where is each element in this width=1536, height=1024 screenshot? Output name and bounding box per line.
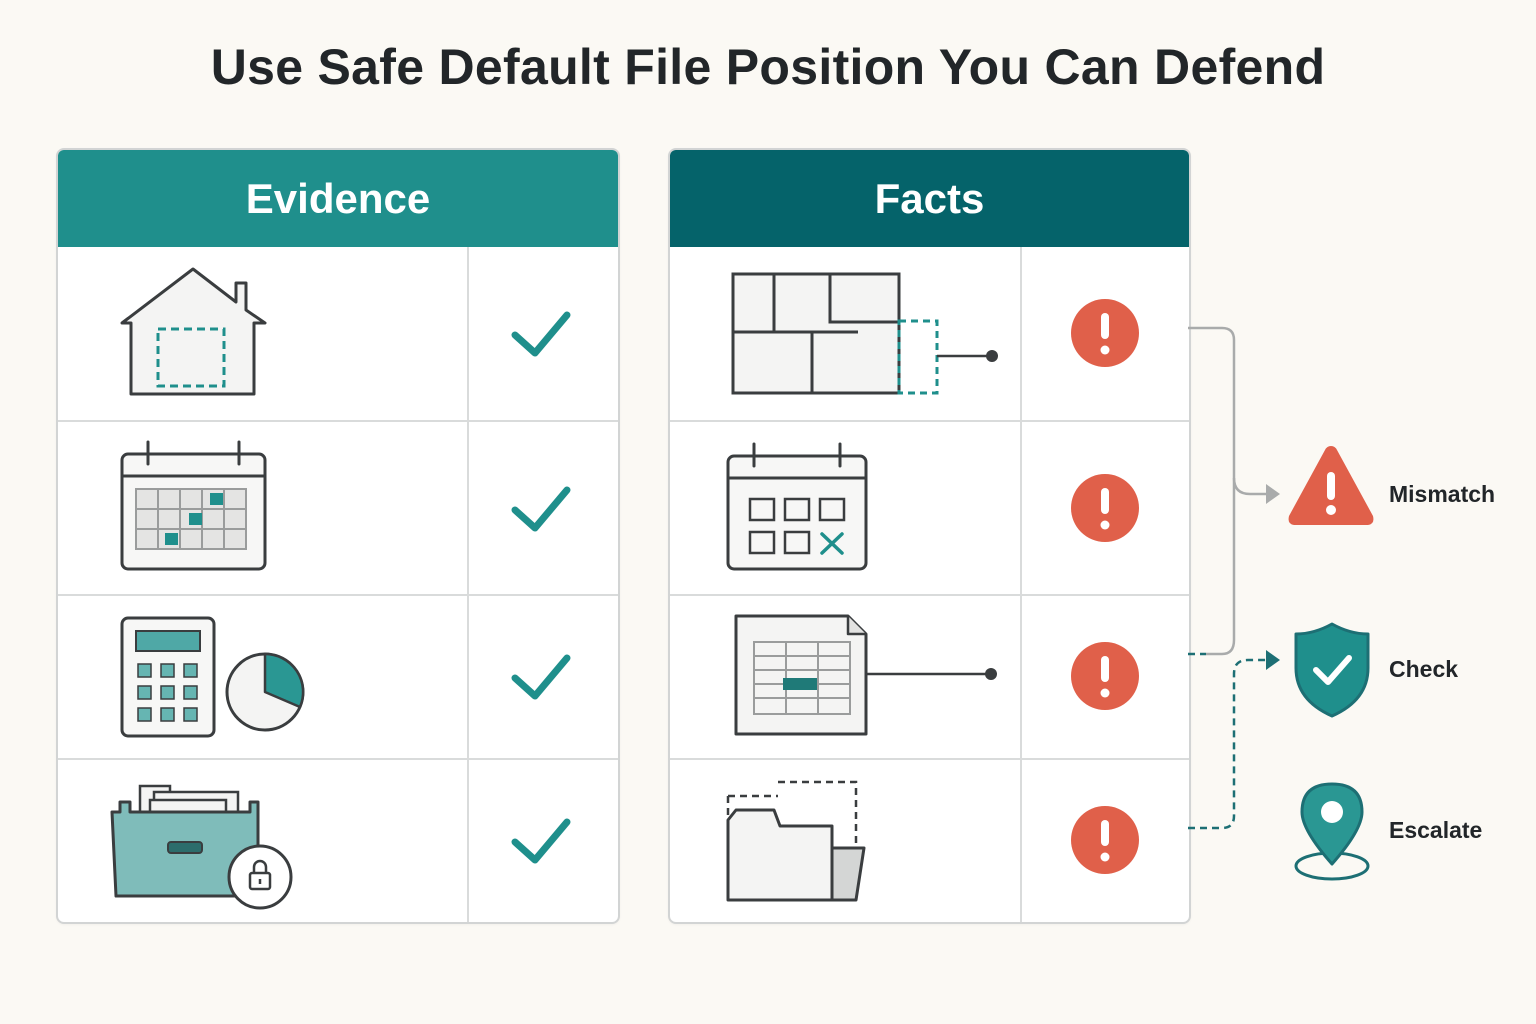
shield-check-icon (1294, 622, 1370, 718)
spreadsheet-document-icon (670, 596, 1022, 758)
evidence-row (58, 758, 618, 922)
facts-row (670, 247, 1189, 420)
warning-triangle-icon (1288, 446, 1374, 525)
outcome-label-escalate: Escalate (1389, 817, 1483, 843)
alert-icon (1022, 596, 1189, 758)
calendar-x-icon (670, 422, 1022, 594)
calculator-pie-chart-icon (58, 596, 469, 758)
check-icon (469, 247, 618, 420)
alert-icon (1022, 247, 1189, 420)
evidence-header: Evidence (58, 150, 618, 247)
alert-icon (1022, 760, 1189, 922)
house-icon (58, 247, 469, 420)
check-icon (469, 760, 618, 922)
evidence-row (58, 247, 618, 420)
facts-panel: Facts (668, 148, 1191, 924)
locked-file-box-icon (58, 760, 469, 922)
calendar-icon (58, 422, 469, 594)
facts-row (670, 594, 1189, 758)
facts-header: Facts (670, 150, 1189, 247)
outcome-label-check: Check (1389, 656, 1459, 682)
check-icon (469, 596, 618, 758)
check-icon (469, 422, 618, 594)
evidence-row (58, 420, 618, 594)
location-pin-icon (1294, 782, 1370, 881)
outcome-label-mismatch: Mismatch (1389, 481, 1496, 507)
facts-row (670, 420, 1189, 594)
evidence-row (58, 594, 618, 758)
folder-icon (670, 760, 1022, 922)
floor-plan-icon (670, 247, 1022, 420)
evidence-panel: Evidence (56, 148, 620, 924)
alert-icon (1022, 422, 1189, 594)
page-title: Use Safe Default File Position You Can D… (210, 39, 1326, 95)
facts-row (670, 758, 1189, 922)
